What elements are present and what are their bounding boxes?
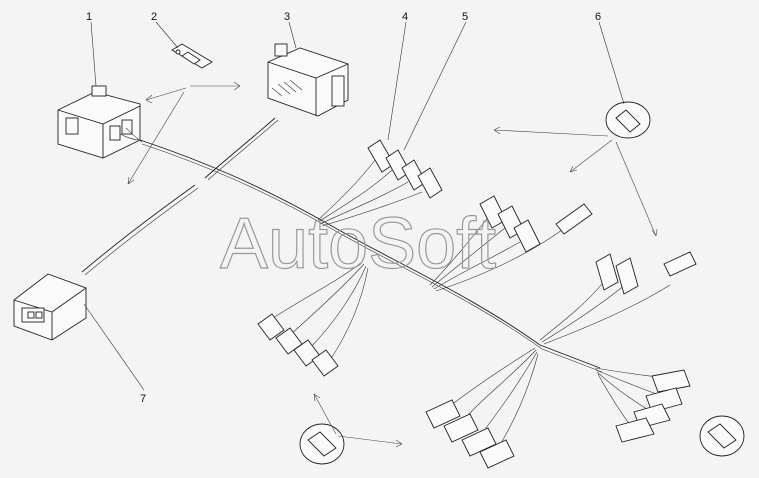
terminal-group-4 [317,139,443,227]
terminal-group-right-lower [594,367,691,443]
main-harness-trunk [139,139,603,373]
callout-2: 2 [151,11,157,23]
arrows [127,81,658,448]
leader-lines [83,21,625,391]
callout-5: 5 [462,11,468,23]
callout-4: 4 [402,11,408,23]
connector-3 [267,43,349,117]
callout-3: 3 [284,11,290,23]
branch-to-connector-7 [81,184,199,276]
connector-1 [57,85,143,159]
watermark-text: AutoSoft [220,204,496,284]
terminal-loose-bottom [299,423,345,465]
callout-7: 7 [140,393,146,405]
terminal-group-5 [429,195,593,292]
terminal-group-right-upper [539,251,697,345]
connector-7 [13,273,87,341]
callout-6: 6 [595,11,601,23]
terminal-group-bottom [425,347,539,469]
callout-1: 1 [86,11,92,23]
terminal-loose-6 [605,101,651,139]
terminal-group-lower-left [257,261,369,377]
terminal-2 [171,43,213,69]
branch-to-connector-3 [204,117,279,181]
terminal-loose-bottom-right [699,415,745,457]
